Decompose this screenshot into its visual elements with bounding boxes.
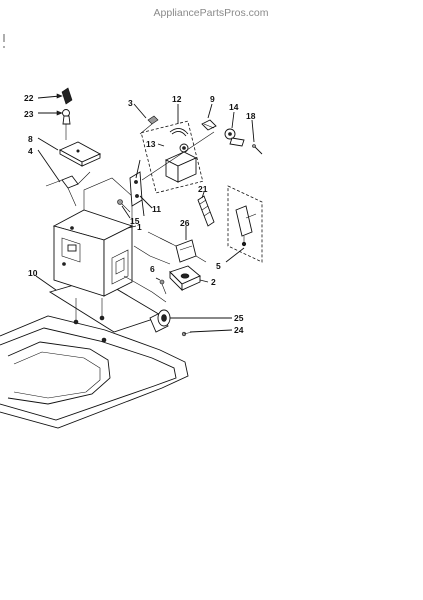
- leader-lines: [123, 231, 173, 303]
- callout-8: 8: [28, 134, 33, 144]
- part-24-screw: [181, 331, 193, 337]
- callout-1: 1: [137, 222, 142, 232]
- callout-2: 2: [211, 277, 216, 287]
- callout-12: 12: [172, 94, 182, 104]
- callout-22: 22: [24, 93, 34, 103]
- part-8-cover: [58, 141, 102, 167]
- washer-top-outline: [0, 315, 189, 429]
- callout-labels: 22 23 8 4 3 12 9 14 18 13 11 15 1 21 26 …: [24, 93, 256, 335]
- callout-14: 14: [229, 102, 239, 112]
- callout-24: 24: [234, 325, 244, 335]
- callout-10: 10: [28, 268, 38, 278]
- part-9-clip: [201, 119, 217, 131]
- callout-18: 18: [246, 111, 256, 121]
- part-18-screw: [252, 144, 263, 155]
- part-14-switch: [224, 128, 245, 147]
- part-2-housing: [169, 265, 201, 292]
- callout-9: 9: [210, 94, 215, 104]
- part-1-console-housing: [52, 177, 134, 297]
- callout-26: 26: [180, 218, 190, 228]
- callout-4: 4: [28, 146, 33, 156]
- part-11-bracket: [129, 131, 215, 217]
- part-15-screw: [117, 199, 131, 213]
- part-13-motor: [164, 143, 198, 183]
- callout-21: 21: [198, 184, 208, 194]
- callout-3: 3: [128, 98, 133, 108]
- callout-11: 11: [152, 204, 161, 214]
- callout-15: 15: [130, 216, 140, 226]
- part-4-clip: [45, 171, 91, 207]
- callout-23: 23: [24, 109, 34, 119]
- part-25-motor: [149, 309, 171, 333]
- callout-5: 5: [216, 261, 221, 271]
- part-21-shaft: [197, 195, 215, 227]
- part-22-23-knob: [61, 87, 73, 140]
- callout-25: 25: [234, 313, 244, 323]
- part-5-group: [227, 185, 263, 263]
- callout-6: 6: [150, 264, 155, 274]
- part-3-screw: [139, 115, 159, 135]
- callout-leaders: [35, 93, 255, 333]
- watermark: AppliancePartsPros.com: [154, 7, 269, 19]
- callout-13: 13: [146, 139, 156, 149]
- part-6-screw: [159, 279, 167, 295]
- part-12-hook: [169, 128, 189, 137]
